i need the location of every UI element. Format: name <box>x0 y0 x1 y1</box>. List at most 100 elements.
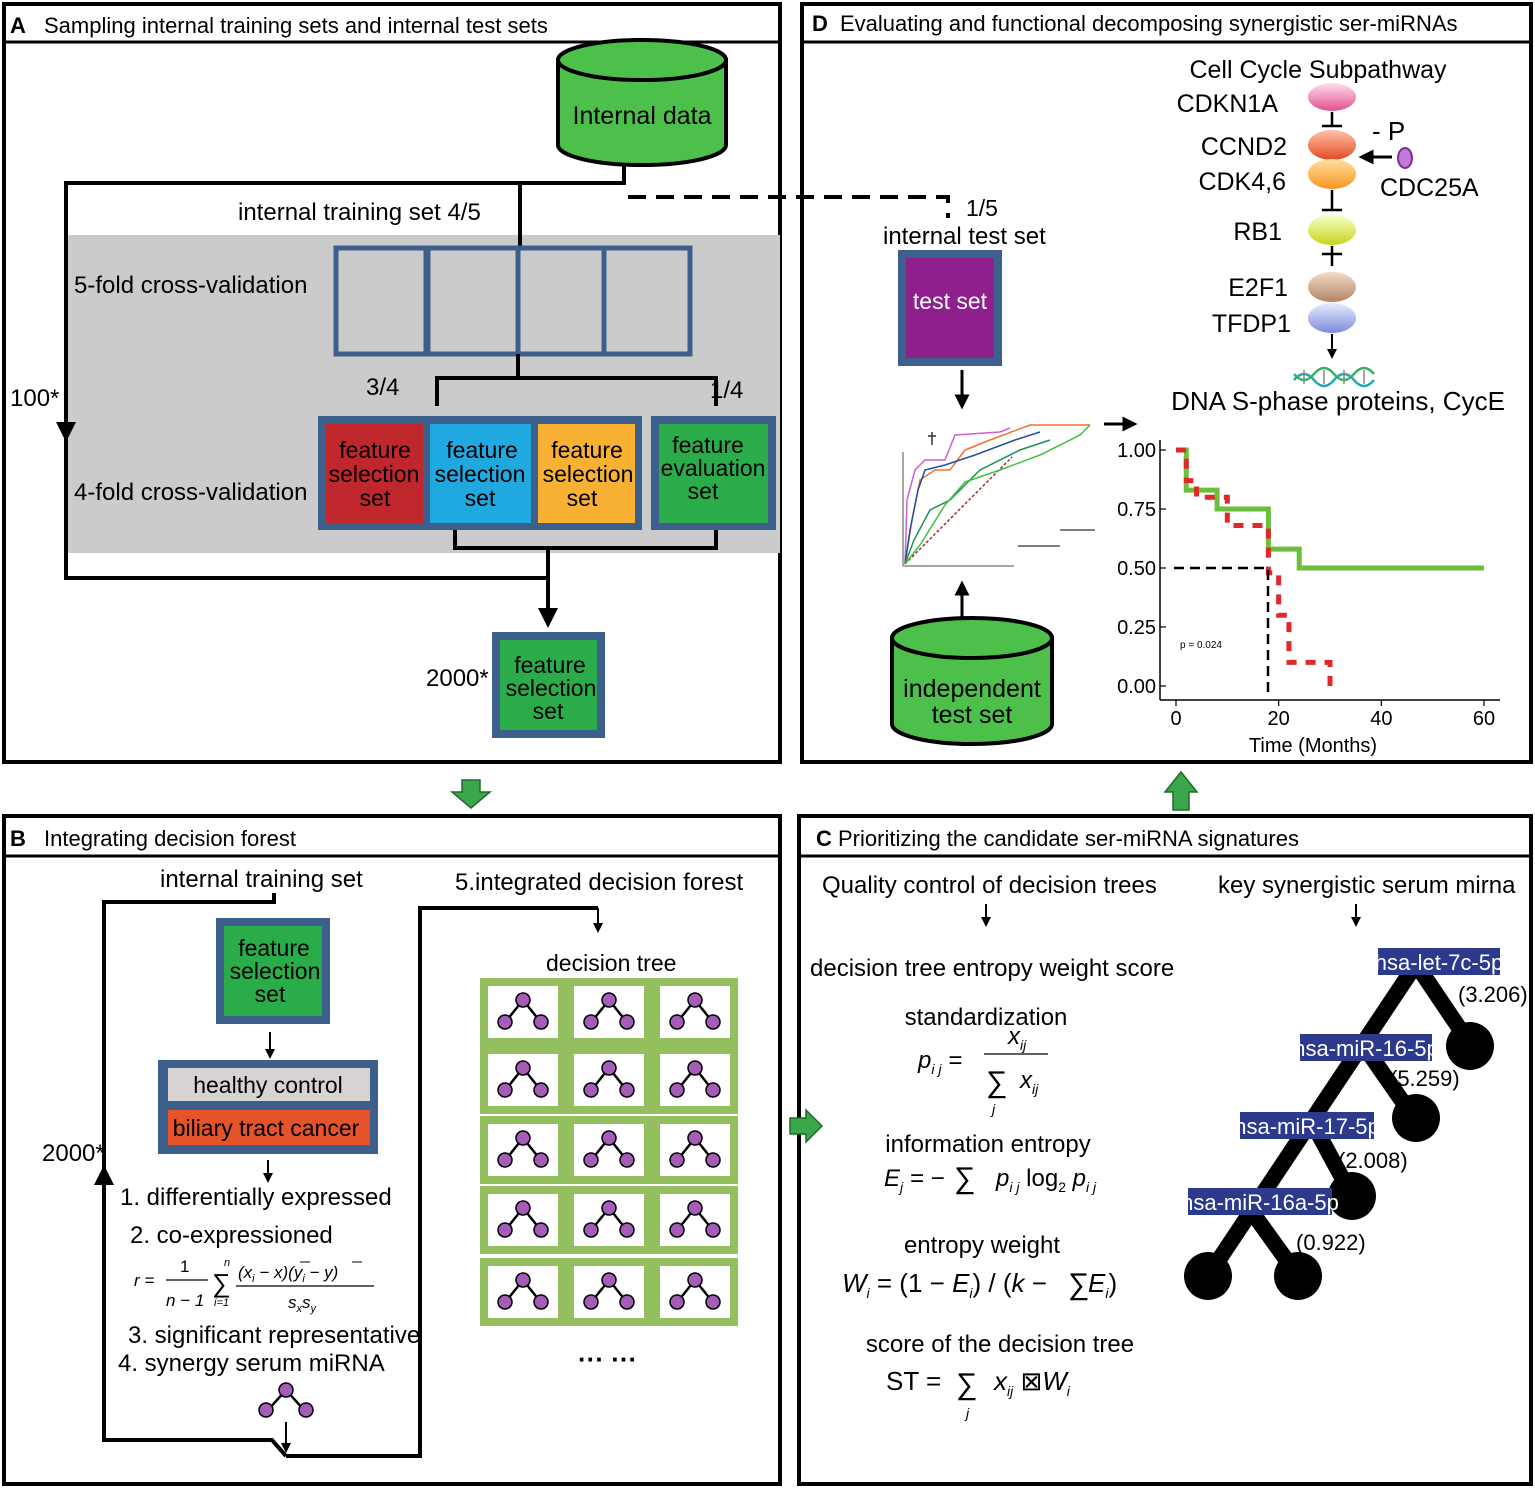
node-cdkn1a <box>1308 83 1356 111</box>
tree-leaf <box>1274 1252 1322 1300</box>
svg-text:pi j log2 pi j: pi j log2 pi j <box>995 1165 1097 1195</box>
phospho-label: - P <box>1372 116 1405 146</box>
step-4: 4. synergy serum miRNA <box>118 1350 385 1377</box>
tree-node <box>687 1060 703 1076</box>
tree-leaf <box>1184 1252 1232 1300</box>
svg-text:n − 1: n − 1 <box>166 1291 204 1310</box>
tree-node <box>583 1152 599 1168</box>
red-box-line-3: set <box>360 485 391 511</box>
decision-tree-card <box>652 978 738 1046</box>
roc-thumbnail <box>902 424 1095 567</box>
svg-text:∑: ∑ <box>212 1268 231 1298</box>
svg-text:1: 1 <box>180 1257 189 1276</box>
decision-tree-card <box>480 1258 566 1326</box>
arrow-a-to-b <box>449 779 493 809</box>
eval-box-line-2: evaluation <box>661 455 766 481</box>
score-formula: ST = ∑ xij ⊠Wi j <box>886 1366 1071 1421</box>
frac-3-4: 3/4 <box>366 374 399 401</box>
tree-node <box>583 1082 599 1098</box>
tree-node <box>583 1294 599 1310</box>
mirna-value-1: (3.206) <box>1458 982 1528 1007</box>
mirna-label-box <box>1188 1188 1332 1215</box>
svg-text:j: j <box>964 1405 970 1421</box>
tree-node <box>669 1152 685 1168</box>
feature-selection-set-orange <box>538 424 635 523</box>
entropy-weight-label: entropy weight <box>904 1232 1060 1259</box>
node-cdc25a <box>1397 147 1413 169</box>
km-x-tick: 40 <box>1370 708 1392 730</box>
orange-box-line-3: set <box>567 485 598 511</box>
tree-node <box>497 1152 513 1168</box>
km-y-tick: 0.00 <box>1117 676 1156 698</box>
entropy-score-label: decision tree entropy weight score <box>810 955 1174 982</box>
repeat-2000-b: 2000* <box>42 1140 105 1167</box>
pathway-title: Cell Cycle Subpathway <box>1189 56 1447 84</box>
tree-node <box>533 1082 549 1098</box>
tree-node <box>533 1294 549 1310</box>
tree-node <box>705 1152 721 1168</box>
biliary-cancer-bar <box>168 1110 370 1145</box>
tree-node <box>533 1152 549 1168</box>
tree-node <box>497 1082 513 1098</box>
decision-tree-card <box>566 1116 652 1184</box>
km-x-tick: 20 <box>1268 708 1290 730</box>
five-fold-label: 5-fold cross-validation <box>74 272 307 299</box>
tree-node <box>669 1014 685 1030</box>
mirna-name-3: hsa-miR-17-5p <box>1234 1114 1380 1139</box>
tree-node <box>515 1272 531 1288</box>
svg-text:sxsy: sxsy <box>288 1293 318 1315</box>
training-set-b: internal training set <box>160 866 363 893</box>
tree-node <box>669 1294 685 1310</box>
panel-d-title: Evaluating and functional decomposing sy… <box>840 11 1458 36</box>
km-y-tick: 0.75 <box>1117 499 1156 521</box>
test-set-box <box>906 258 994 358</box>
mirna-value-2: (5.259) <box>1390 1066 1460 1091</box>
tree-node <box>583 1222 599 1238</box>
tree-node <box>687 1130 703 1146</box>
tree-node <box>515 1130 531 1146</box>
tree-node <box>601 992 617 1008</box>
svg-text:∑: ∑ <box>1068 1268 1089 1301</box>
qc-label: Quality control of decision trees <box>822 872 1157 899</box>
internal-data-label: Internal data <box>573 102 712 130</box>
panel-b-letter: B <box>10 826 26 851</box>
panel-d-frame <box>800 2 1533 764</box>
repeat-2000-a: 2000* <box>426 665 489 692</box>
forest-connector <box>286 906 598 1458</box>
fs-b-line-2: selection <box>230 958 321 984</box>
gene-rb1: RB1 <box>1233 218 1282 246</box>
result-box-line-3: set <box>533 698 564 724</box>
independent-test-database <box>890 616 1054 746</box>
node-rb1 <box>1308 215 1356 245</box>
fs-b-line-1: feature <box>238 935 310 961</box>
km-series-red <box>1176 447 1333 686</box>
svg-text:(xi − x)(yi − y): (xi − x)(yi − y) <box>238 1263 338 1285</box>
tree-leaf <box>1328 1172 1376 1220</box>
tree-node <box>515 1200 531 1216</box>
eval-box-line-1: feature <box>672 432 744 458</box>
independent-line-2: test set <box>932 701 1013 729</box>
forest-ellipsis: ··· ··· <box>578 1344 637 1374</box>
svg-text:r =: r = <box>134 1271 154 1290</box>
gene-cdkn1a: CDKN1A <box>1177 90 1279 118</box>
tree-node <box>583 1014 599 1030</box>
red-box-line-1: feature <box>339 437 411 463</box>
eval-box-line-3: set <box>688 478 719 504</box>
test-set-label: test set <box>913 288 988 314</box>
node-e2f1 <box>1308 272 1356 302</box>
orange-box-line-2: selection <box>543 461 634 487</box>
node-cdk46 <box>1308 159 1356 189</box>
internal-data-database <box>556 38 728 167</box>
tree-node <box>619 1082 635 1098</box>
tree-node <box>687 1200 703 1216</box>
tree-node <box>619 1152 635 1168</box>
km-x-tick: 0 <box>1170 708 1181 730</box>
km-x-label: Time (Months) <box>1249 735 1377 757</box>
mirna-value-3: (2.008) <box>1338 1148 1408 1173</box>
dashed-to-test <box>628 195 950 218</box>
entropy-formula: Ej = − ∑ pi j log2 pi j <box>884 1162 1097 1195</box>
decision-tree-card <box>480 1186 566 1254</box>
km-y-tick: 0.50 <box>1117 558 1156 580</box>
